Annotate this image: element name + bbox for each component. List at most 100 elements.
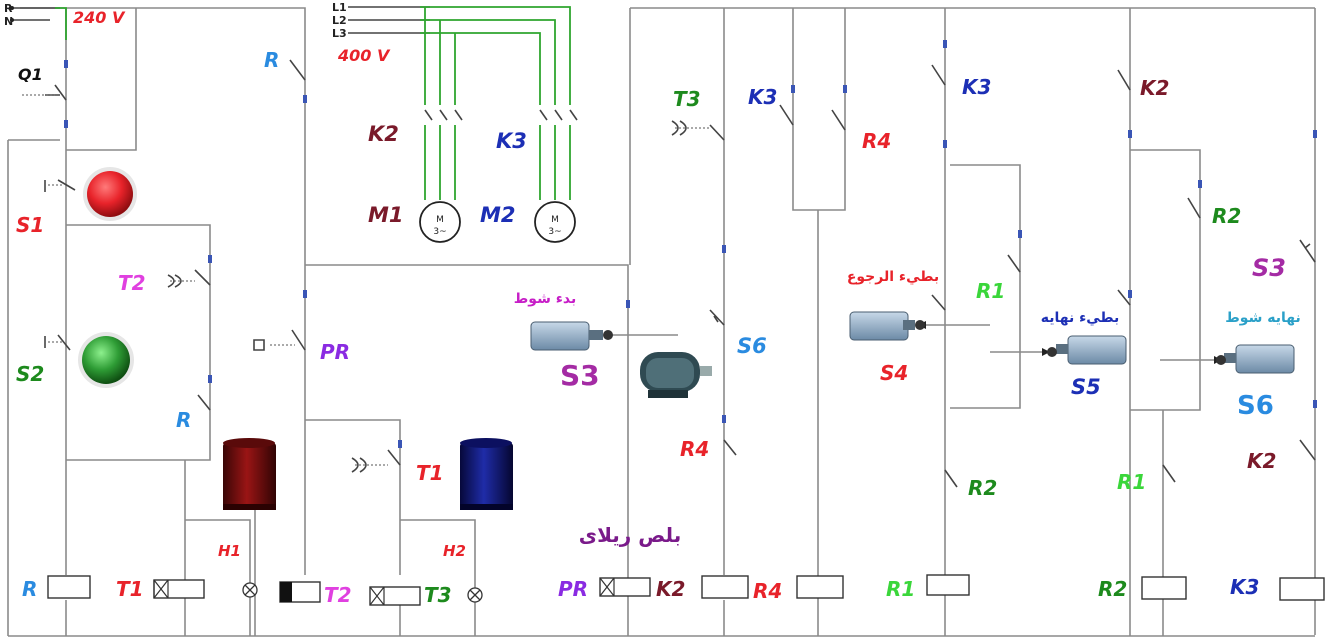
label-t1-contact: T1 <box>416 461 444 485</box>
k2-main-contacts <box>424 109 463 121</box>
label-s6-contact: S6 <box>737 334 767 358</box>
label-r2-col4: R2 <box>968 476 997 500</box>
label-s3-limit: S3 <box>560 359 600 392</box>
arrow-s5 <box>1042 348 1050 356</box>
svg-text:M: M <box>551 215 559 225</box>
r2-contact-col4 <box>944 469 958 488</box>
label-s2: S2 <box>16 362 44 386</box>
motor-m1-symbol <box>419 201 461 243</box>
r2-contact-col6 <box>1187 197 1201 219</box>
label-k2-motor: K2 <box>368 122 399 146</box>
label-h2: H2 <box>443 542 466 560</box>
motor-m2-symbol <box>534 201 576 243</box>
label-r-mid: R <box>176 408 191 432</box>
k3-main-contacts <box>539 109 578 121</box>
r1-contact-col5 <box>1007 254 1021 273</box>
limit-switch-s5-icon <box>1047 335 1127 365</box>
label-coil-r1: R1 <box>886 577 915 601</box>
r2-s6-loop <box>1130 149 1201 411</box>
coil-r4 <box>796 575 844 599</box>
label-pr-contact: PR <box>320 340 350 364</box>
label-s3-contact: S3 <box>1252 254 1286 282</box>
svg-text:3~: 3~ <box>548 227 561 237</box>
label-t2-contact: T2 <box>118 271 146 295</box>
label-coil-r4: R4 <box>753 579 782 603</box>
coil-r <box>47 575 91 599</box>
label-r4-col3: R4 <box>862 129 891 153</box>
pr-branch <box>305 264 629 636</box>
r1-s4-loop <box>950 164 1021 409</box>
t1-timer-contact <box>387 449 401 466</box>
motor-circuit: M 3~ M 3~ K2 K3 M1 M2 <box>368 109 578 243</box>
label-k2-col6: K2 <box>1140 76 1169 100</box>
label-coil-t2: T2 <box>324 583 352 607</box>
r4-contact-col2 <box>723 439 737 456</box>
note-end-stroke: نهايه شوط <box>1225 310 1300 326</box>
limit-switch-s6-icon <box>1216 344 1295 374</box>
label-k3-col2: K3 <box>748 85 777 109</box>
label-coil-r: R <box>22 577 37 601</box>
note-slow-return: بطيء الرجوع <box>847 269 939 285</box>
svg-text:3~: 3~ <box>433 227 446 237</box>
label-s6-limit: S6 <box>1237 391 1274 421</box>
label-r-top: R <box>264 48 279 72</box>
s5-contact <box>1117 289 1131 306</box>
r-contact-mid <box>197 394 211 411</box>
coils: R T1 T2 T3 PR K2 R4 R1 R2 K3 <box>22 574 1325 607</box>
coil-pr <box>599 577 651 597</box>
phase-label: R <box>4 2 13 15</box>
q1-breaker <box>45 84 67 101</box>
coil-k2 <box>701 575 749 599</box>
label-r4-col2: R4 <box>680 437 709 461</box>
label-coil-pr: PR <box>558 577 588 601</box>
control-wiring <box>7 7 1316 637</box>
label-s4-limit: S4 <box>880 361 908 385</box>
label-k3-col4: K3 <box>962 75 991 99</box>
label-m2: M2 <box>480 203 516 227</box>
s2-contact <box>57 334 71 351</box>
label-coil-r2: R2 <box>1098 577 1127 601</box>
k3-r4-loop <box>792 8 846 211</box>
label-q1: Q1 <box>18 65 43 84</box>
label-s1: S1 <box>16 213 44 237</box>
green-pushbutton-icon <box>78 332 134 388</box>
t3-timer-contact <box>709 124 725 141</box>
r-contact-top <box>289 59 306 81</box>
label-k3-motor: K3 <box>496 129 527 153</box>
label-m1: M1 <box>368 203 404 227</box>
svg-text:M: M <box>436 215 444 225</box>
s1-contact <box>57 179 76 191</box>
limit-switch-icon <box>530 321 613 351</box>
limit-switch-s4-icon <box>849 311 925 341</box>
k3-contact-col4 <box>931 64 946 86</box>
blue-lamp-icon <box>460 438 513 510</box>
coil-r1 <box>926 574 970 596</box>
label-h1: H1 <box>218 542 241 560</box>
single-phase-supply: R N 240 V <box>4 2 126 40</box>
pr-contact <box>291 329 306 351</box>
line-l2: L2 <box>332 14 347 27</box>
coil-k3 <box>1279 577 1325 601</box>
s3-contact <box>1299 239 1316 263</box>
r4-contact-col3 <box>831 109 846 131</box>
three-phase-voltage: 400 V <box>337 46 391 65</box>
label-coil-k2: K2 <box>656 577 685 601</box>
label-coil-k3: K3 <box>1230 575 1259 599</box>
note-slow-end: بطيء نهايه <box>1041 310 1120 326</box>
coil-r2 <box>1141 576 1187 600</box>
dark-red-lamp-icon <box>223 438 276 510</box>
k2-contact-col6 <box>1117 69 1131 91</box>
label-t3-contact: T3 <box>673 87 701 111</box>
lamp-h2: H2 <box>443 542 483 603</box>
s2-loop <box>66 224 211 461</box>
neutral-label: N <box>4 15 13 28</box>
k2-contact-col7 <box>1299 439 1316 461</box>
red-pushbutton-icon <box>83 167 137 221</box>
label-r1-col5: R1 <box>976 279 1005 303</box>
three-phase-supply: L1 L2 L3 400 V <box>332 1 571 105</box>
label-coil-t1: T1 <box>116 577 144 601</box>
r1-contact-col6 <box>1162 464 1176 483</box>
label-k2-col7: K2 <box>1247 449 1276 473</box>
single-phase-voltage: 240 V <box>73 8 126 27</box>
